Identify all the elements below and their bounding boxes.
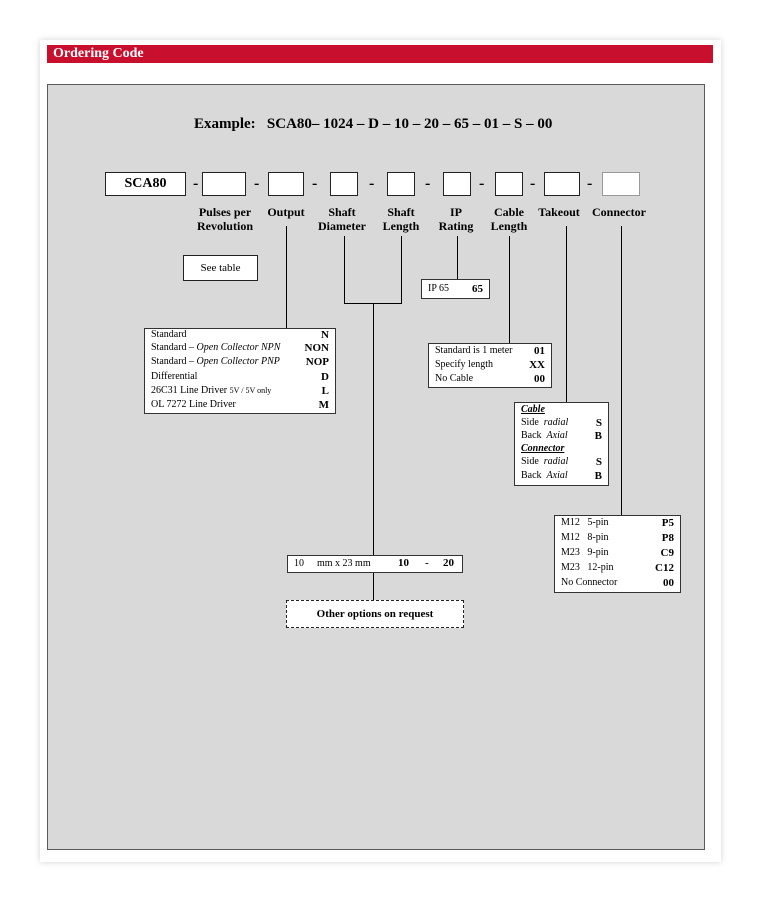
slot-pulses: [202, 172, 246, 196]
ip-rating-line: [457, 236, 458, 279]
slot-output: [268, 172, 304, 196]
label-takeout: Takeout: [538, 205, 580, 219]
shaft-option-line: [373, 303, 374, 555]
takeout-line: [566, 226, 567, 402]
connector-line: [621, 226, 622, 515]
code-prefix-box: SCA80: [105, 172, 186, 196]
code-separator: -: [369, 175, 375, 192]
code-separator: -: [425, 175, 431, 192]
label-output: Output: [267, 205, 305, 219]
code-separator: -: [479, 175, 485, 192]
table-row: Standard – Open Collector PNP NOP: [151, 356, 329, 368]
table-section-header: Cable: [521, 404, 545, 415]
slot-shaft-length: [387, 172, 415, 196]
slot-shaft-diameter: [330, 172, 358, 196]
code-separator: -: [312, 175, 318, 192]
slot-takeout: [544, 172, 580, 196]
other-options-line: [373, 573, 374, 600]
shaft-option-box: 10 mm x 23 mm 10 - 20: [287, 555, 463, 573]
code-separator: -: [193, 175, 199, 192]
cable-length-line: [509, 236, 510, 343]
slot-connector: [602, 172, 640, 196]
table-row: 26C31 Line Driver 5V / 5V only L: [151, 385, 329, 397]
example-code: Example: SCA80– 1024 – D – 10 – 20 – 65 …: [194, 116, 553, 132]
output-connector-line: [286, 226, 287, 328]
label-connector: Connector: [592, 205, 646, 219]
see-table-box: See table: [183, 255, 258, 281]
code-separator: -: [587, 175, 593, 192]
code-separator: -: [530, 175, 536, 192]
slot-cable-length: [495, 172, 523, 196]
ip-rating-box: IP 65 65: [421, 279, 490, 299]
other-options-box: Other options on request: [286, 600, 464, 628]
section-header: Ordering Code: [47, 45, 713, 63]
table-section-header: Connector: [521, 443, 565, 454]
shaft-length-line: [401, 236, 402, 304]
code-separator: -: [254, 175, 260, 192]
slot-ip-rating: [443, 172, 471, 196]
table-row: Standard – Open Collector NPN NON: [151, 342, 329, 354]
section-title: Ordering Code: [53, 46, 144, 61]
shaft-diameter-line: [344, 236, 345, 304]
